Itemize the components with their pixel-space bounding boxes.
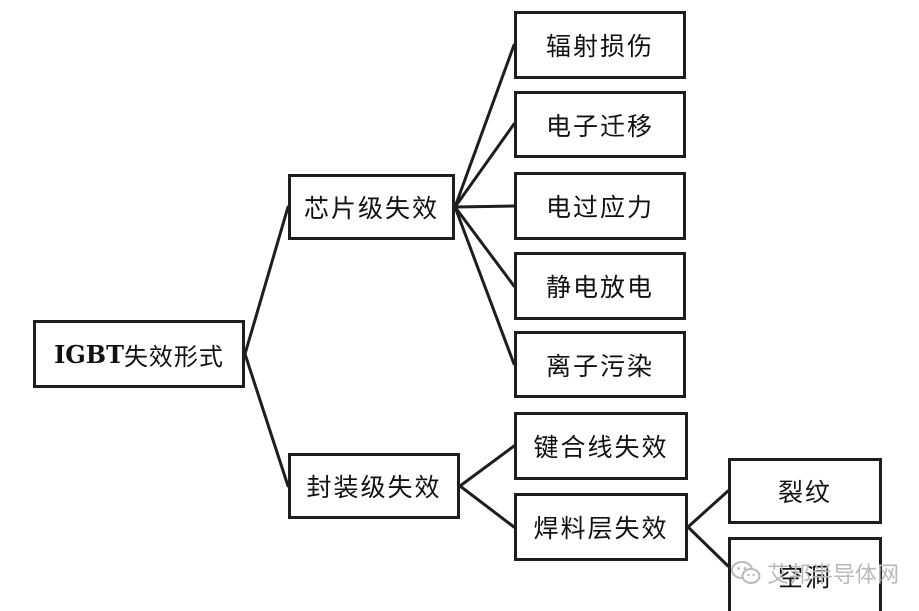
solder-child-crack: 裂纹 (728, 458, 882, 524)
watermark-text: 艾邦半导体网 (766, 563, 899, 588)
edge-root-package (243, 352, 290, 488)
edge-solder-void (686, 525, 730, 568)
chip-child-label: 静电放电 (545, 273, 654, 302)
solder-layer-node: 焊料层失效 (514, 493, 688, 561)
edge-chip-ionic (453, 205, 516, 366)
root-latin-label: IGBT (54, 339, 124, 369)
chip-child-label: 离子污染 (545, 351, 654, 381)
bond-wire-node: 键合线失效 (514, 412, 688, 480)
edge-package-solder (458, 484, 516, 529)
package-level-label: 封装级失效 (306, 473, 442, 502)
solder-child-void: 空洞 (728, 537, 882, 611)
edge-chip-electromigration (453, 122, 516, 209)
chip-child-eos: 电过应力 (514, 172, 686, 240)
chip-level-label: 芯片级失效 (303, 194, 439, 223)
solder-child-label: 空洞 (777, 562, 832, 592)
chip-child-radiation: 辐射损伤 (514, 11, 686, 79)
chip-child-electromigration: 电子迁移 (514, 91, 686, 158)
package-level-node: 封装级失效 (288, 453, 460, 519)
root-label: 失效形式 (123, 342, 224, 371)
wechat-icon (730, 561, 761, 584)
edge-solder-crack (686, 489, 730, 529)
chip-child-ionic: 离子污染 (514, 331, 686, 398)
chip-child-label: 辐射损伤 (545, 32, 654, 61)
edge-chip-esd (453, 205, 516, 288)
edge-root-chip (243, 205, 290, 356)
watermark: 艾邦半导体网 (730, 557, 899, 589)
solder-child-label: 裂纹 (777, 478, 832, 507)
bond-wire-label: 键合线失效 (533, 433, 669, 462)
edge-package-bondwire (458, 444, 516, 488)
edge-chip-eos (453, 204, 516, 209)
edge-chip-radiation (453, 43, 516, 209)
chip-child-label: 电子迁移 (545, 111, 654, 141)
solder-layer-label: 焊料层失效 (533, 514, 669, 543)
chip-level-node: 芯片级失效 (288, 174, 455, 240)
chip-child-esd: 静电放电 (514, 252, 686, 320)
chip-child-label: 电过应力 (545, 193, 654, 222)
